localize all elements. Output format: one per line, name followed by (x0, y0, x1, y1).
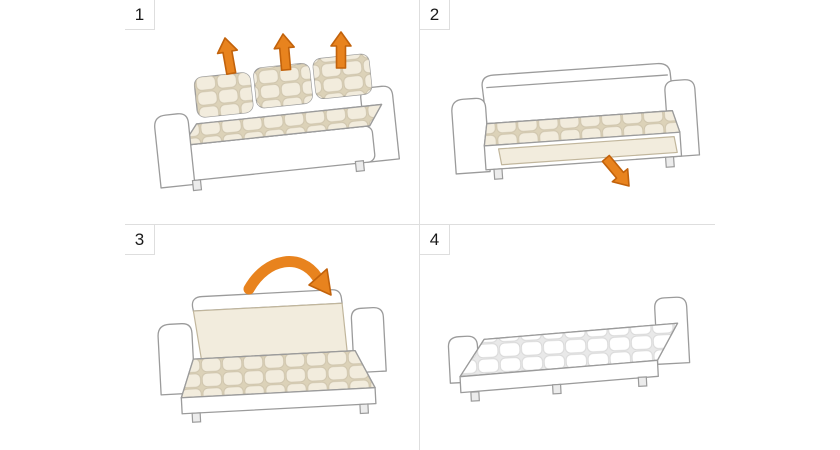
steps-grid: 1 (125, 0, 715, 450)
seat-cushion-quilt (483, 110, 680, 146)
step-panel-1: 1 (125, 0, 420, 225)
seat-cushion-outline (182, 103, 383, 146)
seat-cushion-quilt (182, 103, 382, 145)
sofa-bed-flat (447, 296, 690, 402)
step-number-1: 1 (125, 0, 155, 30)
leg (492, 167, 503, 180)
backrest-rim-line (485, 73, 668, 88)
arrow-up-icon (214, 34, 242, 76)
fold-arrow-head (308, 268, 332, 296)
arrow-fold-over-icon (243, 256, 332, 296)
step-panel-4: 4 (420, 225, 715, 450)
fold-arrow-curve (243, 256, 323, 295)
sofa-step-3 (157, 289, 387, 423)
sofa-step-2 (450, 62, 700, 180)
leg (359, 403, 370, 415)
leg (469, 391, 480, 402)
step-panel-3: 3 (125, 225, 420, 450)
leg (637, 376, 647, 387)
backrest-panel (480, 62, 675, 124)
step-number-3: 3 (125, 225, 155, 255)
step-number-2: 2 (420, 0, 450, 30)
extended-seat-quilt (181, 350, 376, 398)
back-cushions-lifted (193, 53, 373, 118)
left-armrest (450, 97, 491, 175)
leg (664, 155, 675, 168)
left-armrest (154, 112, 196, 189)
back-cushion-3-quilt (313, 53, 372, 98)
step-number-4: 4 (420, 225, 450, 255)
right-armrest (350, 307, 387, 374)
step-panel-2: 2 (420, 0, 715, 225)
bed-surface-quilt (459, 323, 678, 377)
back-cushion-2-quilt (253, 63, 313, 108)
back-cushion-1-quilt (194, 72, 253, 117)
leg (191, 412, 202, 423)
sofa-base (180, 387, 377, 415)
pull-out-drawer-front (497, 135, 678, 165)
illustration-step-3 (157, 256, 387, 423)
sofa-step-1 (154, 53, 400, 191)
leg (191, 178, 203, 191)
backrest-top-rim (191, 289, 343, 312)
leg (551, 383, 562, 395)
illustration-step-4 (447, 296, 690, 402)
illustration-step-2 (450, 62, 700, 193)
bed-base (458, 359, 659, 394)
left-armrest (157, 323, 196, 396)
illustration-step-1 (154, 30, 400, 191)
backrest-upright (192, 302, 348, 360)
leg (354, 159, 366, 172)
